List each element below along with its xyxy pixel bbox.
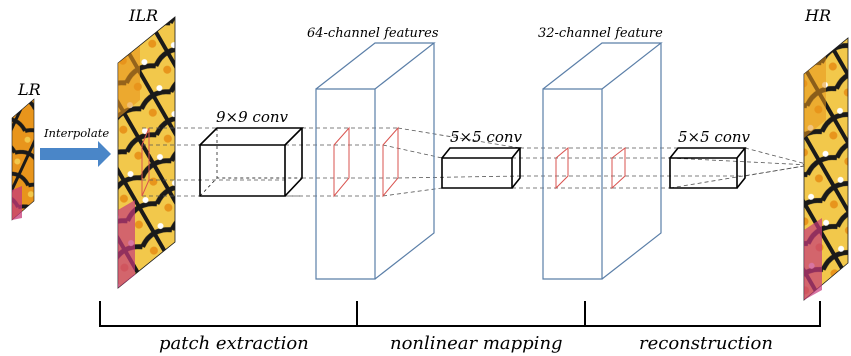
conv-filter-5x5-reconstruction xyxy=(669,147,747,189)
features-64-label: 64-channel features xyxy=(307,26,439,41)
hr-label: HR xyxy=(804,6,831,25)
conv-5x5-mapping-label: 5×5 conv xyxy=(450,128,523,146)
feature-map-32 xyxy=(542,42,663,280)
stage-label-nonlinear-mapping: nonlinear mapping xyxy=(390,333,563,354)
stage-brackets xyxy=(99,301,821,327)
ilr-image xyxy=(117,16,176,289)
feature-map-64 xyxy=(315,42,436,280)
interpolate-label: Interpolate xyxy=(43,126,109,140)
conv-filter-5x5-mapping xyxy=(441,147,522,189)
stage-label-reconstruction: reconstruction xyxy=(639,333,773,354)
conv-9x9-label: 9×9 conv xyxy=(216,108,289,126)
hr-image xyxy=(803,37,849,301)
feature-slices-64 xyxy=(333,126,399,198)
features-32-label: 32-channel feature xyxy=(538,26,663,41)
lr-label: LR xyxy=(17,80,41,99)
interpolate-arrow xyxy=(40,141,111,167)
feature-slices-32 xyxy=(555,146,626,190)
ilr-patch xyxy=(141,127,150,197)
conv-5x5-reconstruction-label: 5×5 conv xyxy=(678,128,751,146)
conv-filter-9x9 xyxy=(199,127,304,197)
lr-image xyxy=(11,98,35,221)
stage-label-patch-extraction: patch extraction xyxy=(159,333,309,354)
ilr-label: ILR xyxy=(128,6,158,25)
